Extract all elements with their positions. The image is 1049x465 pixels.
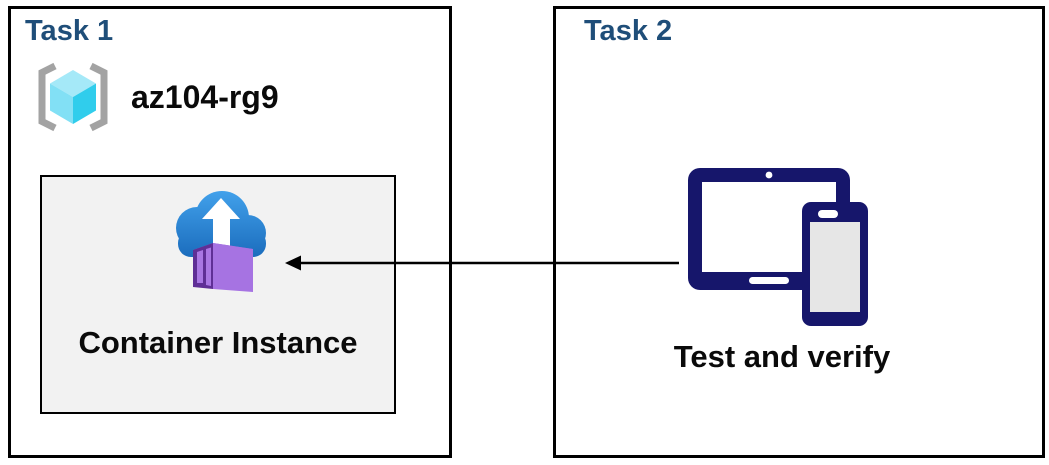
- task2-title: Task 2: [584, 15, 673, 47]
- tablet-phone-icon: [688, 168, 868, 326]
- resource-group-icon: [38, 62, 108, 132]
- container-instance-icon: [176, 191, 266, 292]
- container-shape: [193, 243, 253, 292]
- arrowhead: [285, 255, 301, 271]
- task2-box: Task 2 Test and verify: [553, 6, 1045, 458]
- left-arrow-connector: [285, 255, 679, 271]
- task1-title: Task 1: [25, 15, 114, 47]
- phone-shape: [802, 202, 868, 326]
- task1-box: Task 1 az104-rg9: [8, 6, 452, 458]
- resource-group-name: az104-rg9: [131, 78, 279, 115]
- test-verify-label: Test and verify: [673, 339, 891, 374]
- container-instance-label: Container Instance: [78, 325, 358, 360]
- upload-arrow-shape: [202, 198, 240, 246]
- container-instance-box: Container Instance: [40, 175, 396, 414]
- resource-group-row: az104-rg9: [31, 61, 279, 133]
